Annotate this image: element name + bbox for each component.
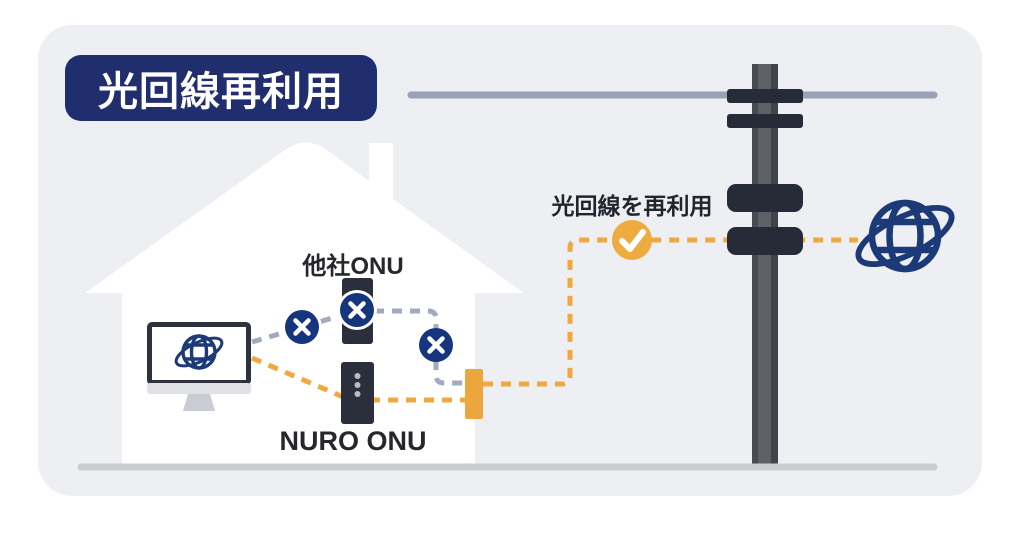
house-shape (85, 142, 524, 466)
nuro-onu-device (341, 362, 374, 424)
title-badge-label: 光回線再利用 (98, 70, 344, 114)
x-mark-badge-3 (419, 328, 453, 362)
globe-icon (174, 334, 224, 370)
monitor-chin (147, 383, 251, 394)
x-mark-badge-2 (337, 290, 377, 330)
monitor (147, 322, 251, 411)
pole-crossbar-2 (727, 114, 803, 128)
nuro-onu-label: NURO ONU (279, 426, 427, 456)
pole-closure-box-1 (727, 184, 803, 212)
fiber-line-outlet-to-internet (483, 237, 858, 387)
pole-closure-box-2 (727, 227, 803, 255)
utility-pole (727, 64, 803, 467)
onu-status-lights (354, 373, 361, 397)
check-badge (612, 220, 652, 260)
other-onu-label: 他社ONU (302, 253, 404, 280)
monitor-stand (183, 394, 215, 411)
title-badge: 光回線再利用 (65, 55, 377, 121)
wall-outlet (465, 369, 483, 419)
reuse-annotation-label: 光回線を再利用 (551, 193, 713, 219)
x-mark-badge-1 (285, 310, 319, 344)
internet-globe-icon (855, 199, 955, 273)
pole-crossbar-1 (727, 89, 803, 103)
